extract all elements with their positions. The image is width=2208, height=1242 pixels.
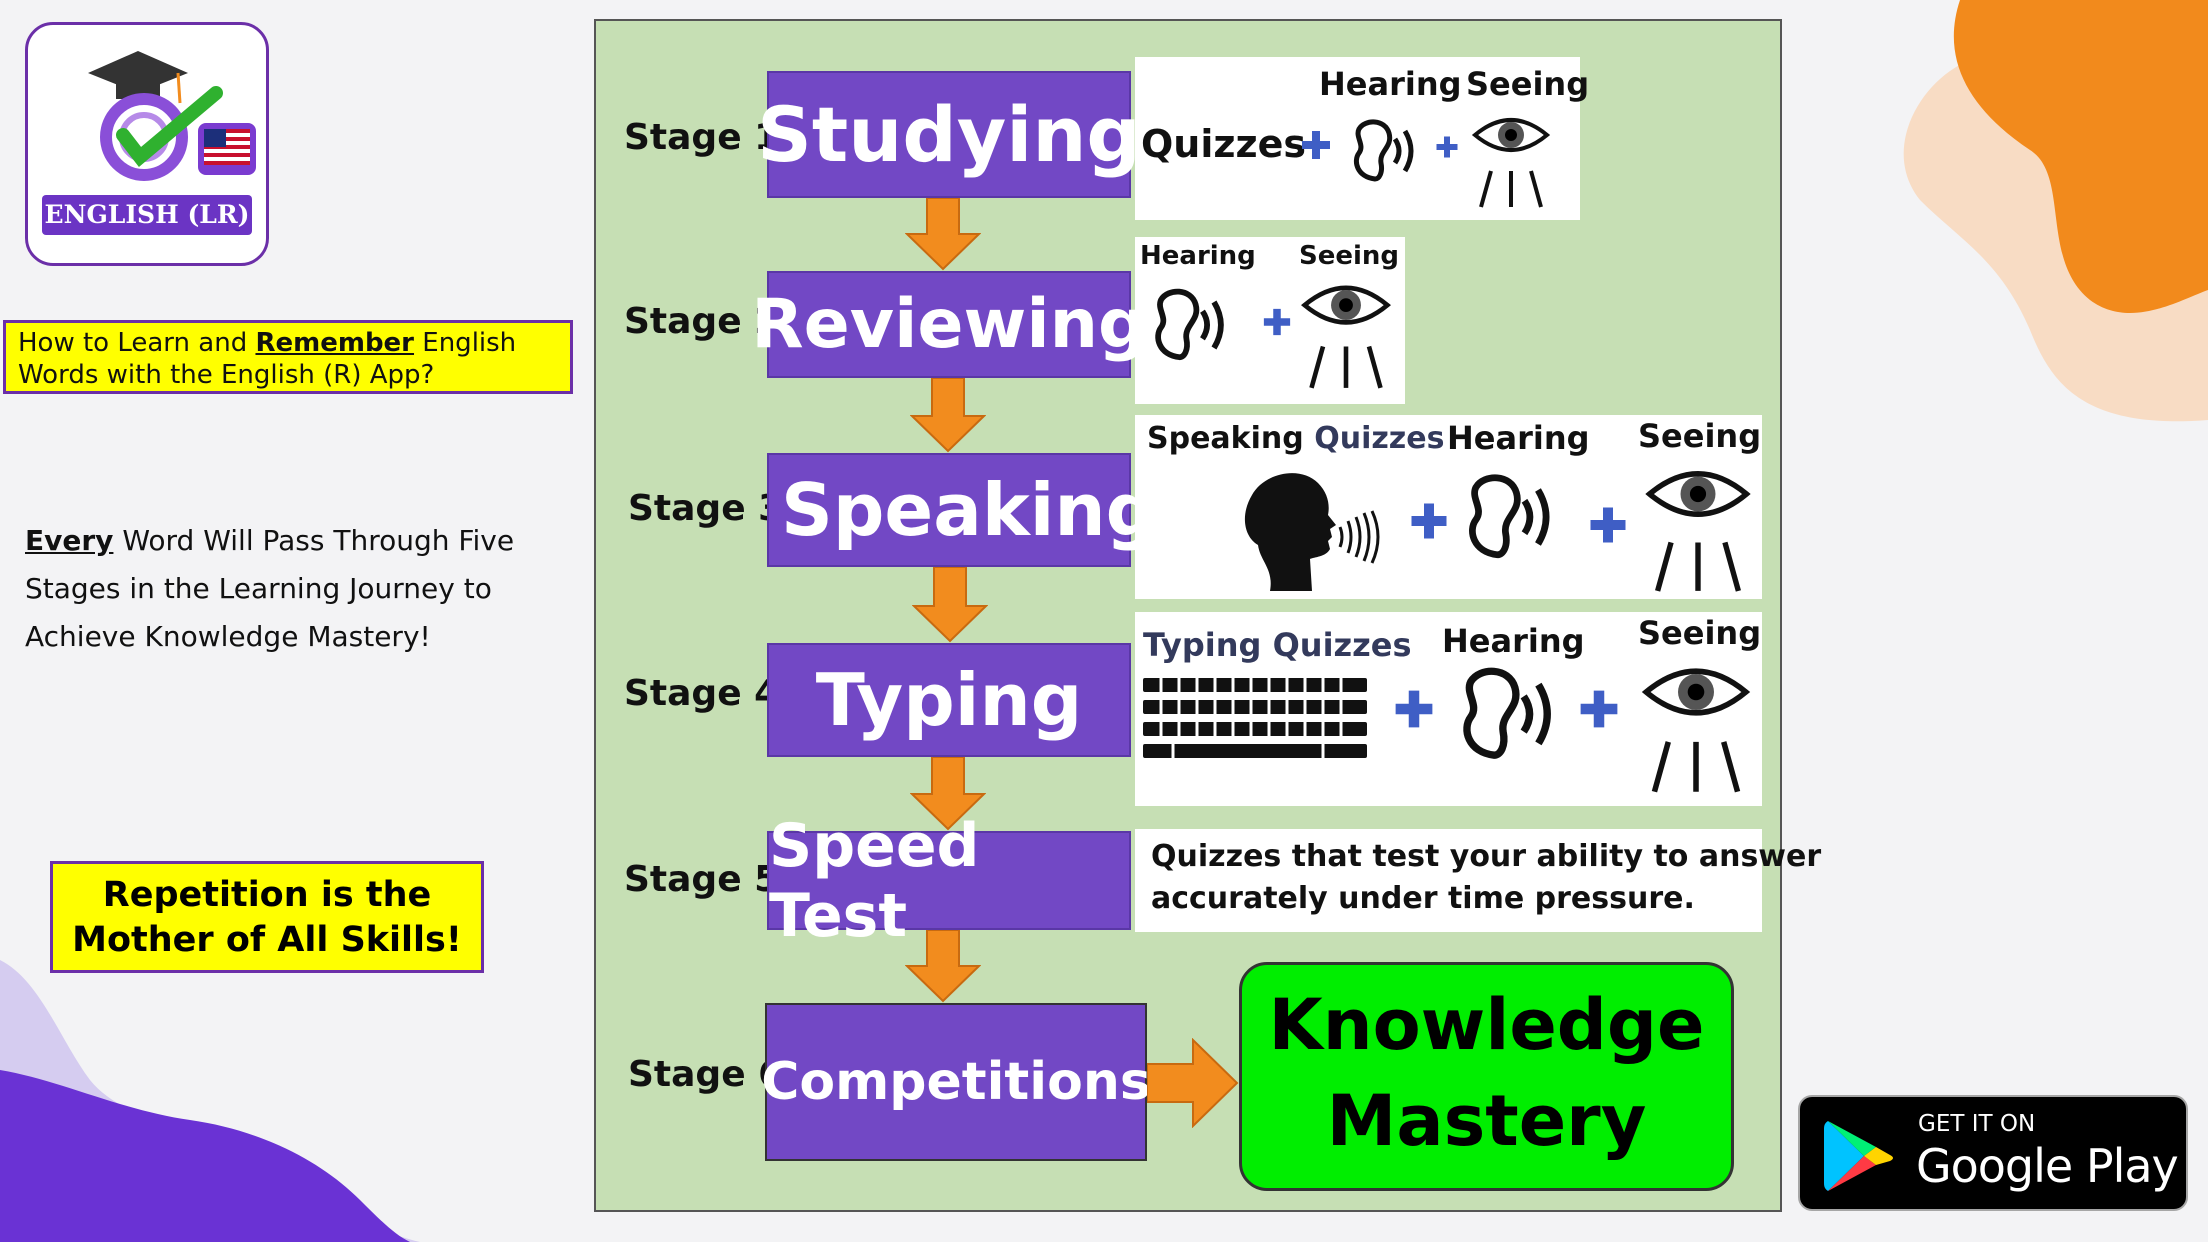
arrow-down-1 bbox=[905, 198, 981, 271]
stage5-info-card: Quizzes that test your ability to answer… bbox=[1135, 829, 1821, 932]
stage2-hearing-label: Hearing bbox=[1140, 241, 1256, 271]
stage4-hearing-label: Hearing bbox=[1442, 622, 1585, 660]
ear-icon bbox=[1155, 288, 1224, 361]
arrow-down-5 bbox=[905, 930, 981, 1003]
stage3-seeing-label: Seeing bbox=[1638, 417, 1762, 455]
stage-box-typing: Typing bbox=[767, 643, 1131, 757]
stage1-info-card: Hearing Seeing Quizzes bbox=[1135, 57, 1589, 220]
stage3-speaking-label: Speaking Quizzes bbox=[1147, 421, 1444, 456]
google-play-icon bbox=[1824, 1121, 1893, 1191]
stage3-quizzes-word: Quizzes bbox=[1314, 421, 1445, 456]
store-small-text: GET IT ON bbox=[1918, 1111, 2036, 1137]
google-play-badge[interactable]: GET IT ON Google Play bbox=[1798, 1095, 2188, 1211]
plus-icon bbox=[1395, 690, 1433, 728]
motto-line2: Mother of All Skills! bbox=[72, 920, 462, 960]
stage5-line1: Quizzes that test your ability to answer bbox=[1151, 839, 1822, 874]
intro-body: Word Will Pass Through Five Stages in th… bbox=[25, 524, 515, 653]
store-name: Google Play bbox=[1916, 1139, 2179, 1193]
logo-label: ENGLISH (LR) bbox=[42, 195, 252, 235]
stage-label-5: Stage 5 bbox=[624, 859, 780, 900]
plus-icon bbox=[1302, 131, 1330, 159]
stage-label-2: Stage 2 bbox=[624, 301, 780, 342]
stage-box-reviewing: Reviewing bbox=[751, 271, 1147, 378]
stage3-info-card: Speaking Quizzes Hearing Seeing bbox=[1135, 415, 1762, 599]
stage-label-6: Stage 6 bbox=[628, 1054, 784, 1095]
headline-part2: English Words with the English (R) App? bbox=[18, 328, 517, 390]
stage-box-studying: Studying bbox=[757, 71, 1141, 198]
stage3-speaking-word: Speaking bbox=[1147, 421, 1304, 456]
stage3-hearing-label: Hearing bbox=[1447, 419, 1590, 457]
stage-label-3: Stage 3 bbox=[628, 488, 784, 529]
stage-label-4: Stage 4 bbox=[624, 673, 780, 714]
plus-icon bbox=[1580, 690, 1618, 728]
eye-icon bbox=[1471, 118, 1551, 208]
app-logo: ENGLISH (LR) bbox=[25, 22, 269, 266]
stage-box-speed-test: Speed Test bbox=[767, 811, 1131, 951]
motto-line1: Repetition is the bbox=[102, 875, 432, 915]
stage5-line2: accurately under time pressure. bbox=[1151, 881, 1695, 916]
plus-icon bbox=[1590, 507, 1626, 543]
motto-banner: Repetition is the Mother of All Skills! bbox=[50, 861, 484, 973]
eye-icon bbox=[1645, 471, 1751, 592]
plus-icon bbox=[1436, 136, 1458, 158]
mastery-line2: Mastery bbox=[1326, 1080, 1647, 1162]
ear-icon bbox=[1469, 474, 1550, 559]
graduation-check-icon bbox=[88, 51, 256, 181]
plus-icon bbox=[1263, 308, 1291, 336]
stage-box-speaking: Speaking bbox=[767, 453, 1157, 567]
stage-label-1: Stage 1 bbox=[624, 117, 780, 158]
plus-icon bbox=[1411, 503, 1447, 539]
keyboard-icon bbox=[1143, 678, 1367, 758]
purple-blob-decoration bbox=[0, 960, 420, 1242]
intro-emphasis: Every bbox=[25, 524, 114, 557]
stage4-typing-label: Typing Quizzes bbox=[1143, 626, 1412, 664]
arrow-right-mastery bbox=[1147, 1038, 1239, 1128]
headline-emphasis: Remember bbox=[255, 328, 415, 358]
arrow-down-4 bbox=[910, 757, 986, 831]
stage1-hearing-label: Hearing bbox=[1319, 65, 1462, 103]
orange-blob-decoration bbox=[1903, 0, 2208, 422]
stage2-seeing-label: Seeing bbox=[1299, 241, 1400, 271]
headline-banner: How to Learn and Remember English Words … bbox=[3, 320, 573, 394]
headline-part1: How to Learn and bbox=[18, 328, 256, 358]
ear-icon bbox=[1463, 667, 1551, 759]
intro-text: Every Word Will Pass Through Five Stages… bbox=[25, 517, 565, 661]
stage1-quizzes-label: Quizzes bbox=[1141, 122, 1307, 166]
stage4-seeing-label: Seeing bbox=[1638, 614, 1762, 652]
arrow-down-2 bbox=[910, 378, 986, 453]
stage1-seeing-label: Seeing bbox=[1466, 65, 1590, 103]
mastery-line1: Knowledge bbox=[1268, 984, 1705, 1066]
stage4-info-card: Typing Quizzes Hearing Seeing bbox=[1135, 612, 1762, 806]
ear-icon bbox=[1353, 119, 1414, 182]
eye-icon bbox=[1301, 285, 1391, 389]
stage-box-competitions: Competitions bbox=[761, 1003, 1151, 1161]
arrow-down-3 bbox=[912, 567, 988, 643]
knowledge-mastery-box: Knowledge Mastery bbox=[1239, 962, 1734, 1191]
eye-icon bbox=[1641, 668, 1751, 793]
stage2-info-card: Hearing Seeing bbox=[1135, 237, 1405, 404]
speaking-head-icon bbox=[1244, 473, 1380, 591]
